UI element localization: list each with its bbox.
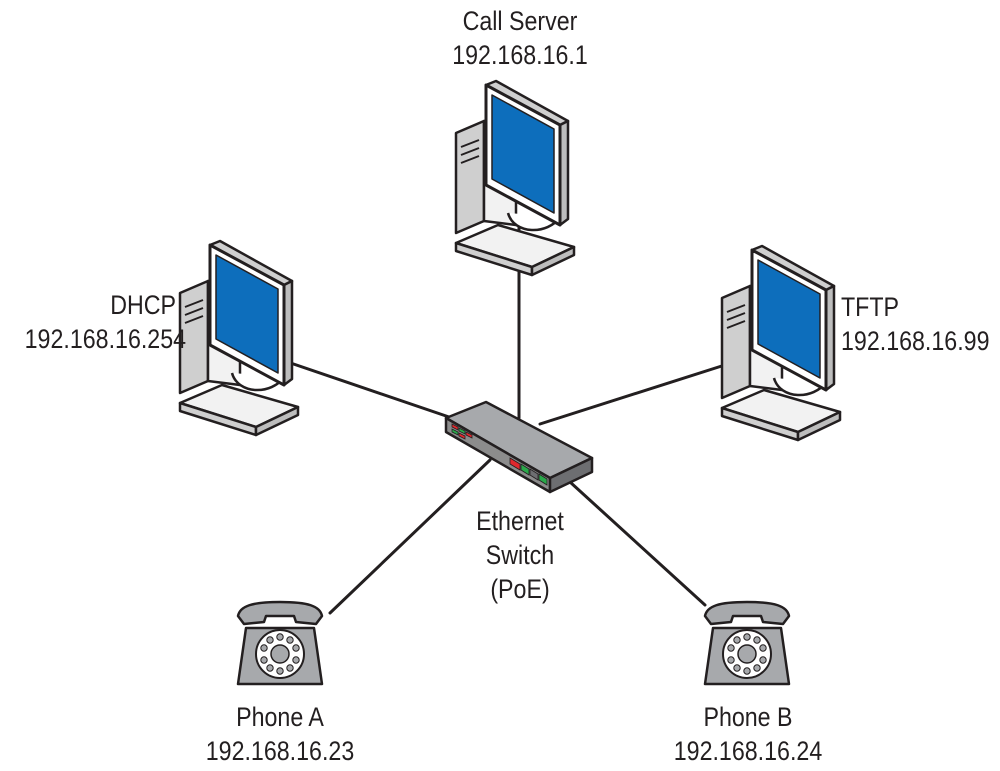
tftp-name: TFTP <box>841 292 900 322</box>
switch-line-3: (PoE) <box>490 574 550 604</box>
link-phone-a <box>328 458 492 615</box>
dhcp-ip: 192.168.16.254 <box>24 324 187 354</box>
phone-a-ip: 192.168.16.23 <box>205 736 355 766</box>
dhcp-name: DHCP <box>110 290 176 320</box>
tftp-computer-icon <box>720 244 842 442</box>
links <box>268 224 730 615</box>
dhcp-label: DHCP 192.168.16.254 <box>24 288 187 356</box>
switch-leds <box>451 423 548 486</box>
phone-b-label: Phone B 192.168.16.24 <box>662 700 834 768</box>
call-server-computer-icon <box>454 79 576 277</box>
phone-a-label: Phone A 192.168.16.23 <box>194 700 366 768</box>
link-tftp <box>538 362 730 426</box>
phone-b-name: Phone B <box>703 702 793 732</box>
ethernet-switch-icon <box>444 400 594 494</box>
call-server-name: Call Server <box>462 6 578 36</box>
switch-label: Ethernet Switch (PoE) <box>451 504 589 606</box>
switch-line-1: Ethernet <box>476 506 564 536</box>
dhcp-computer-icon <box>178 239 300 437</box>
switch-line-2: Switch <box>485 540 555 570</box>
call-server-label: Call Server 192.168.16.1 <box>434 4 606 72</box>
link-dhcp <box>268 354 454 420</box>
phone-a-icon <box>236 600 324 686</box>
phone-b-ip: 192.168.16.24 <box>673 736 823 766</box>
tftp-label: TFTP 192.168.16.99 <box>841 290 990 358</box>
call-server-ip: 192.168.16.1 <box>452 40 588 70</box>
link-phone-b <box>568 480 707 607</box>
phone-a-name: Phone A <box>236 702 324 732</box>
tftp-ip: 192.168.16.99 <box>841 326 990 356</box>
phone-b-icon <box>703 600 791 686</box>
